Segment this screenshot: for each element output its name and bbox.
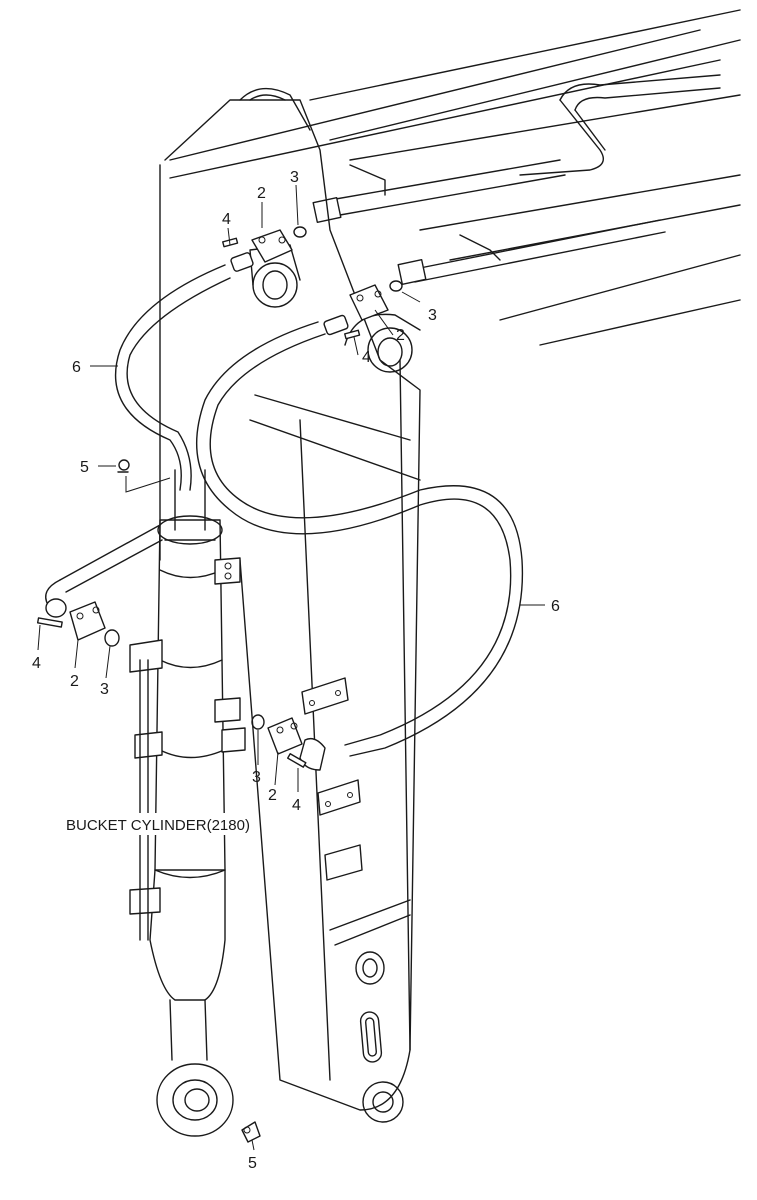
callout-4-mid: 4 [362,349,371,366]
callout-3-right: 3 [428,307,437,324]
callout-4-low: 4 [32,655,41,672]
hose-right [195,321,524,757]
callout-5-left: 5 [80,459,89,476]
callout-2-lowmid: 2 [268,787,277,804]
fittings [36,226,403,1143]
callout-4-top: 4 [222,211,231,228]
boom-structure [159,9,741,1123]
callout-2-low: 2 [70,673,79,690]
leader-lines [37,184,545,1151]
callout-3-low: 3 [100,681,109,698]
callout-5-bottom: 5 [248,1155,257,1172]
callout-6-left: 6 [72,359,81,376]
callout-3-lowmid: 3 [252,769,261,786]
callout-2-mid: 2 [396,327,405,344]
callout-6-right: 6 [551,598,560,615]
callout-labels: 4 2 3 3 2 4 6 5 6 4 2 3 3 2 4 5 [32,169,560,1172]
callout-4-lowmid: 4 [292,797,301,814]
callout-3-top: 3 [290,169,299,186]
callout-2-top: 2 [257,185,266,202]
caption-bucket-cylinder: BUCKET CYLINDER(2180) [66,817,250,834]
hose-left [59,264,231,593]
bucket-cylinder [129,469,246,1137]
